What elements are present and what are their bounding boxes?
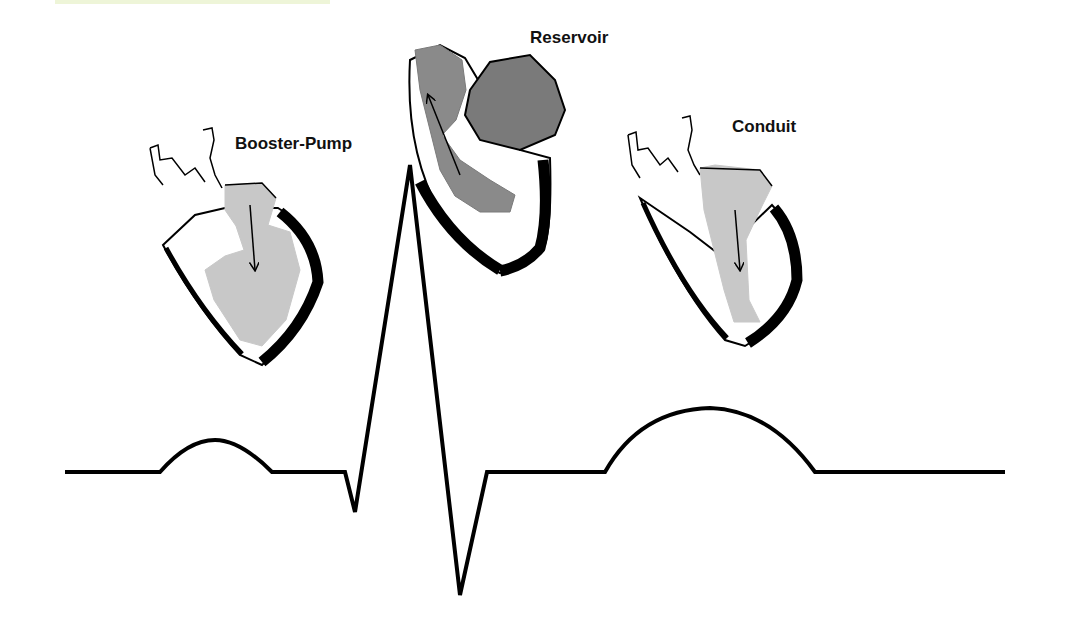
highlight-strip <box>55 0 330 4</box>
part-label: Conduit <box>732 118 796 137</box>
booster-pump-heart <box>150 128 318 365</box>
part-label: Booster-Pump <box>235 135 352 154</box>
part-label: Reservoir <box>530 29 608 48</box>
conduit-heart <box>628 116 798 346</box>
reservoir-heart <box>409 45 565 273</box>
